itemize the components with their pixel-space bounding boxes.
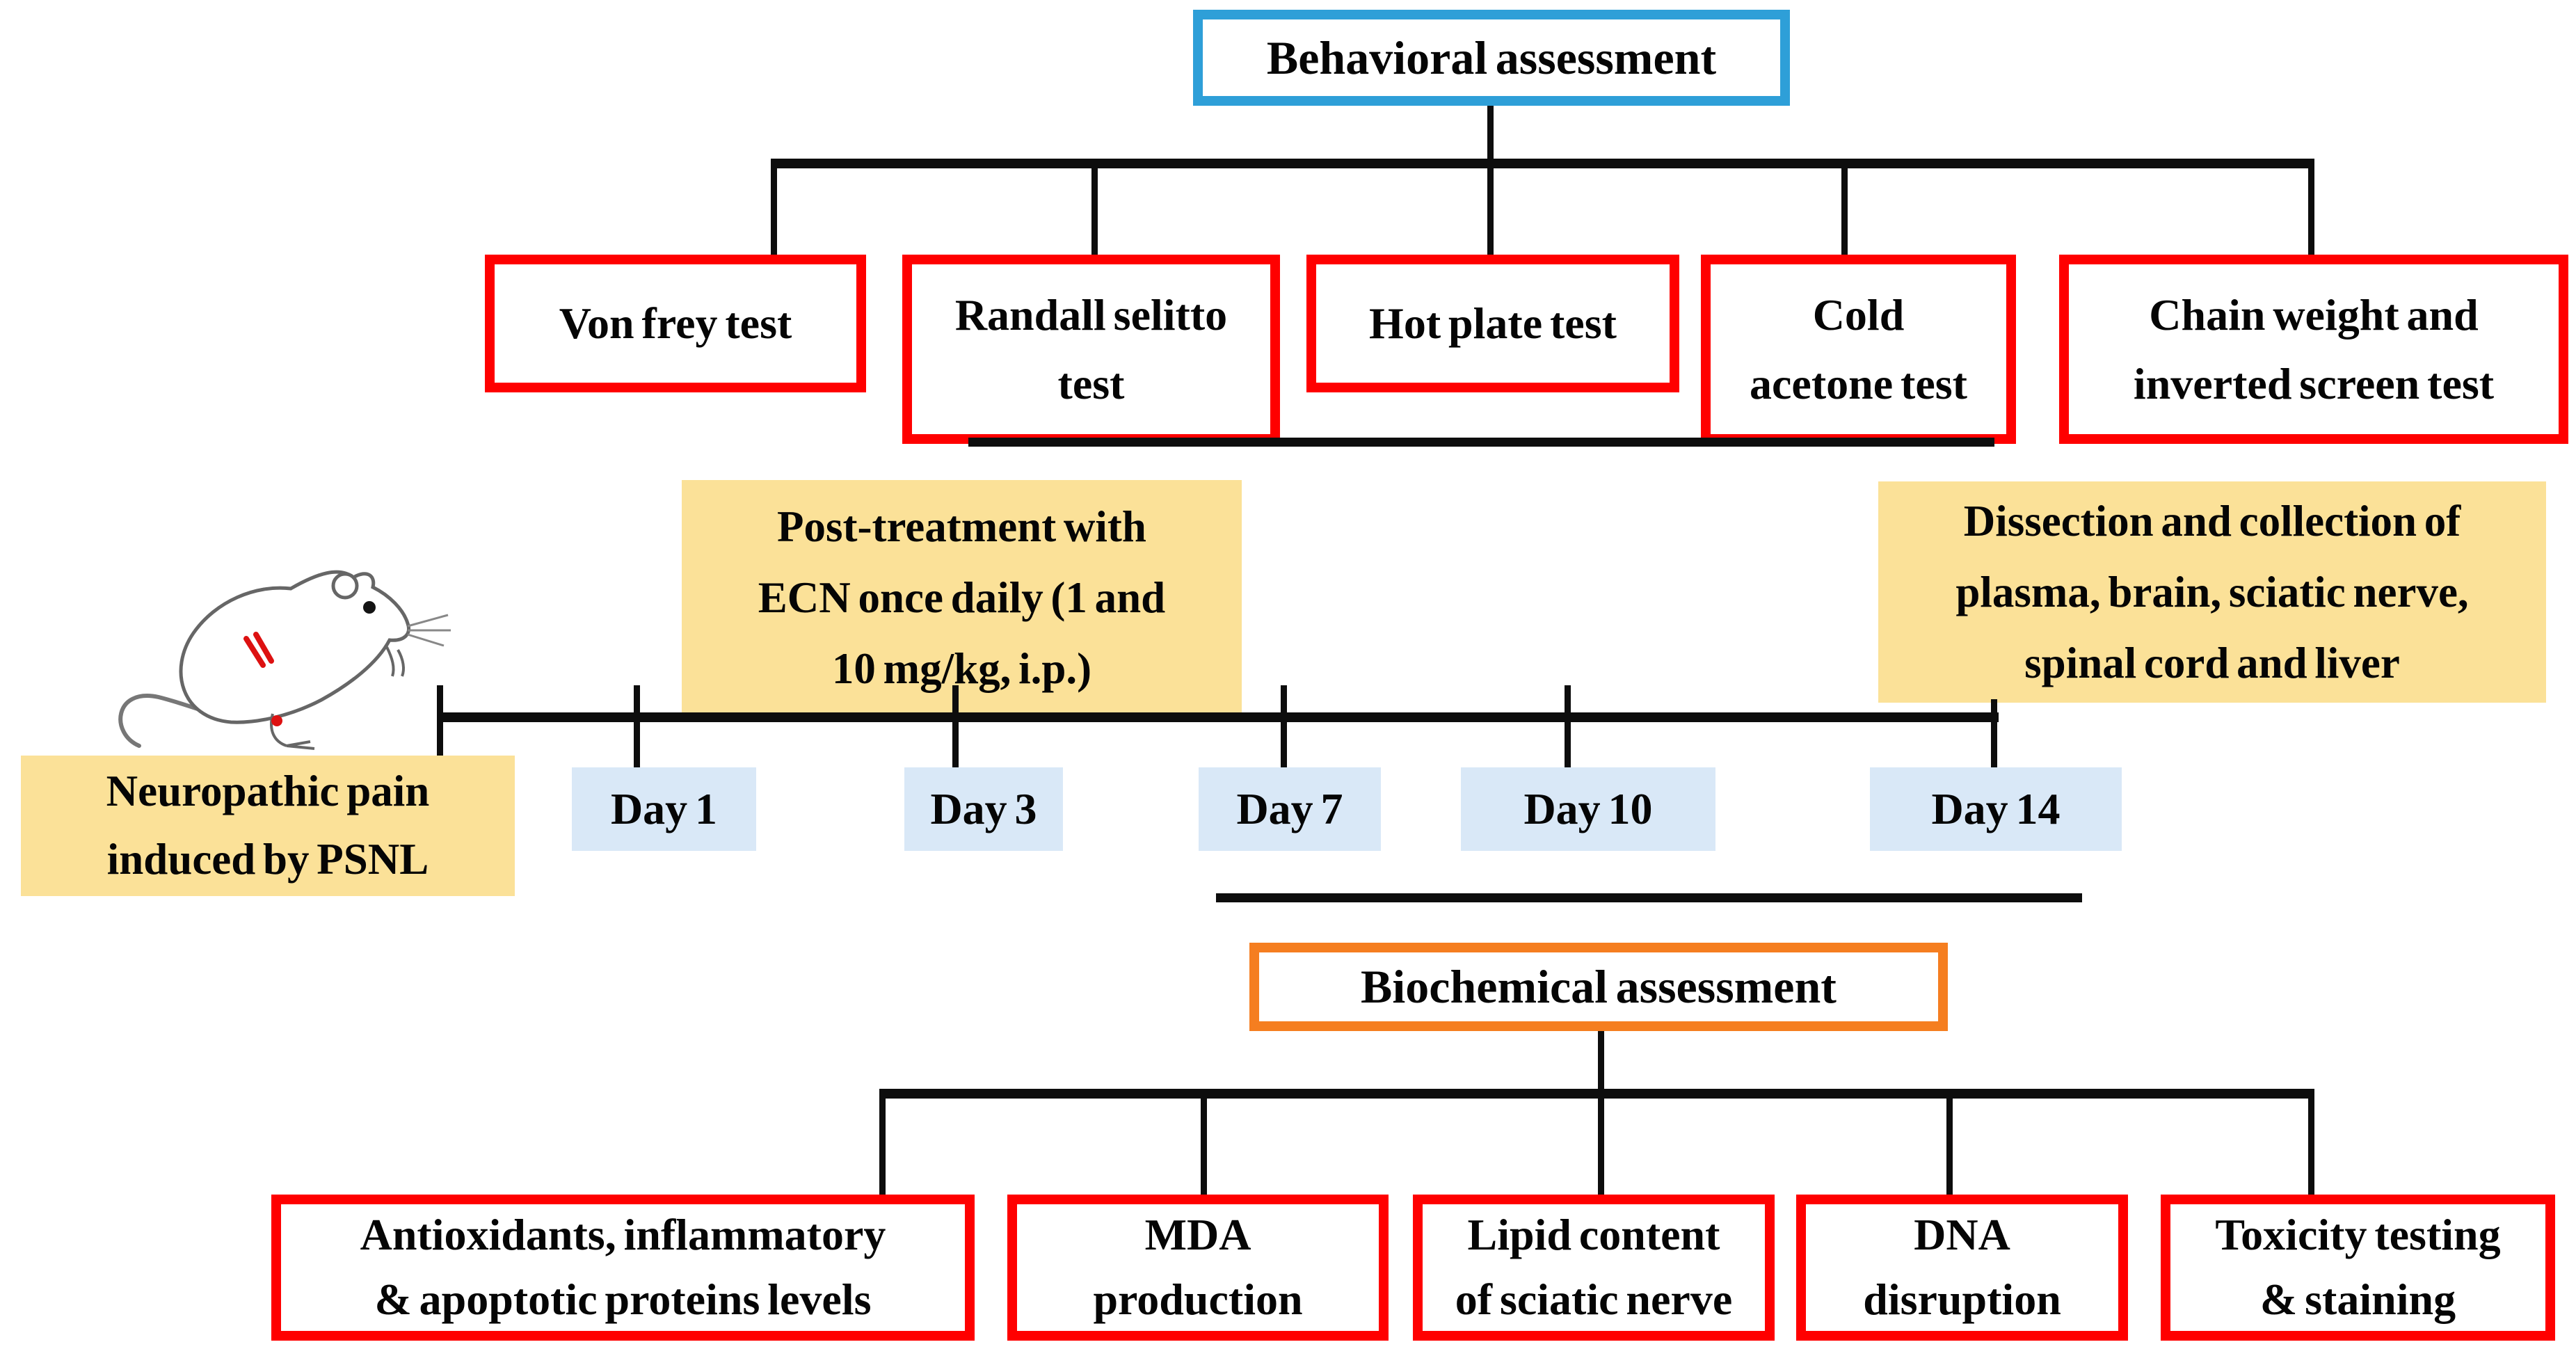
biochemical-assessment-box: Biochemical assessment bbox=[1249, 943, 1948, 1031]
timeline-axis bbox=[437, 712, 1999, 722]
randall-selitto-test-box: Randall selitto test bbox=[902, 255, 1280, 444]
connector-behavioral-stem bbox=[1487, 106, 1494, 161]
connector-drop-cold-acetone bbox=[1841, 164, 1848, 255]
von-frey-test-box: Von frey test bbox=[485, 255, 866, 392]
connector-drop-dna bbox=[1946, 1094, 1953, 1196]
behavioral-period-bracket bbox=[968, 438, 1994, 447]
day-14-label: Day 14 bbox=[1870, 767, 2122, 851]
connector-drop-toxicity bbox=[2308, 1094, 2314, 1196]
day-1-label: Day 1 bbox=[572, 767, 756, 851]
day-7-label: Day 7 bbox=[1199, 767, 1381, 851]
connector-biochemical-horizontal bbox=[879, 1089, 2314, 1099]
day-10-label: Day 10 bbox=[1461, 767, 1715, 851]
lipid-content-box: Lipid content of sciatic nerve bbox=[1413, 1195, 1775, 1341]
toxicity-staining-box: Toxicity testing & staining bbox=[2161, 1195, 2555, 1341]
timeline-tick-day-3 bbox=[952, 685, 959, 779]
dna-disruption-box: DNA disruption bbox=[1796, 1195, 2128, 1341]
connector-drop-randall bbox=[1091, 164, 1098, 255]
connector-drop-chain-weight bbox=[2308, 164, 2314, 255]
rat-illustration bbox=[118, 570, 451, 750]
connector-behavioral-horizontal bbox=[771, 159, 2314, 168]
connector-drop-von-frey bbox=[771, 164, 777, 255]
cold-acetone-test-box: Cold acetone test bbox=[1701, 255, 2016, 444]
timeline-tick-day-1 bbox=[634, 685, 640, 779]
post-treatment-box: Post-treatment with ECN once daily (1 an… bbox=[682, 480, 1242, 715]
day-3-label: Day 3 bbox=[904, 767, 1063, 851]
connector-drop-lipid bbox=[1598, 1094, 1604, 1196]
neuropathic-pain-psnl-box: Neuropathic pain induced by PSNL bbox=[21, 756, 515, 896]
connector-drop-antioxidants bbox=[879, 1094, 886, 1196]
timeline-tick-day-10 bbox=[1565, 685, 1571, 779]
chain-weight-inverted-screen-test-box: Chain weight and inverted screen test bbox=[2059, 255, 2568, 444]
antioxidants-proteins-box: Antioxidants, inflammatory & apoptotic p… bbox=[271, 1195, 975, 1341]
dissection-collection-box: Dissection and collection of plasma, bra… bbox=[1878, 481, 2546, 703]
connector-biochemical-stem bbox=[1598, 1031, 1604, 1094]
timeline-tick-psnl bbox=[437, 685, 443, 779]
mda-production-box: MDA production bbox=[1007, 1195, 1389, 1341]
connector-drop-mda bbox=[1201, 1094, 1207, 1196]
hot-plate-test-box: Hot plate test bbox=[1306, 255, 1679, 392]
behavioral-assessment-box: Behavioral assessment bbox=[1193, 10, 1790, 106]
biochemical-period-bracket bbox=[1216, 893, 2082, 902]
connector-drop-hot-plate bbox=[1487, 164, 1494, 255]
timeline-tick-day-7 bbox=[1281, 685, 1287, 779]
timeline-tick-day-14 bbox=[1991, 699, 1997, 779]
